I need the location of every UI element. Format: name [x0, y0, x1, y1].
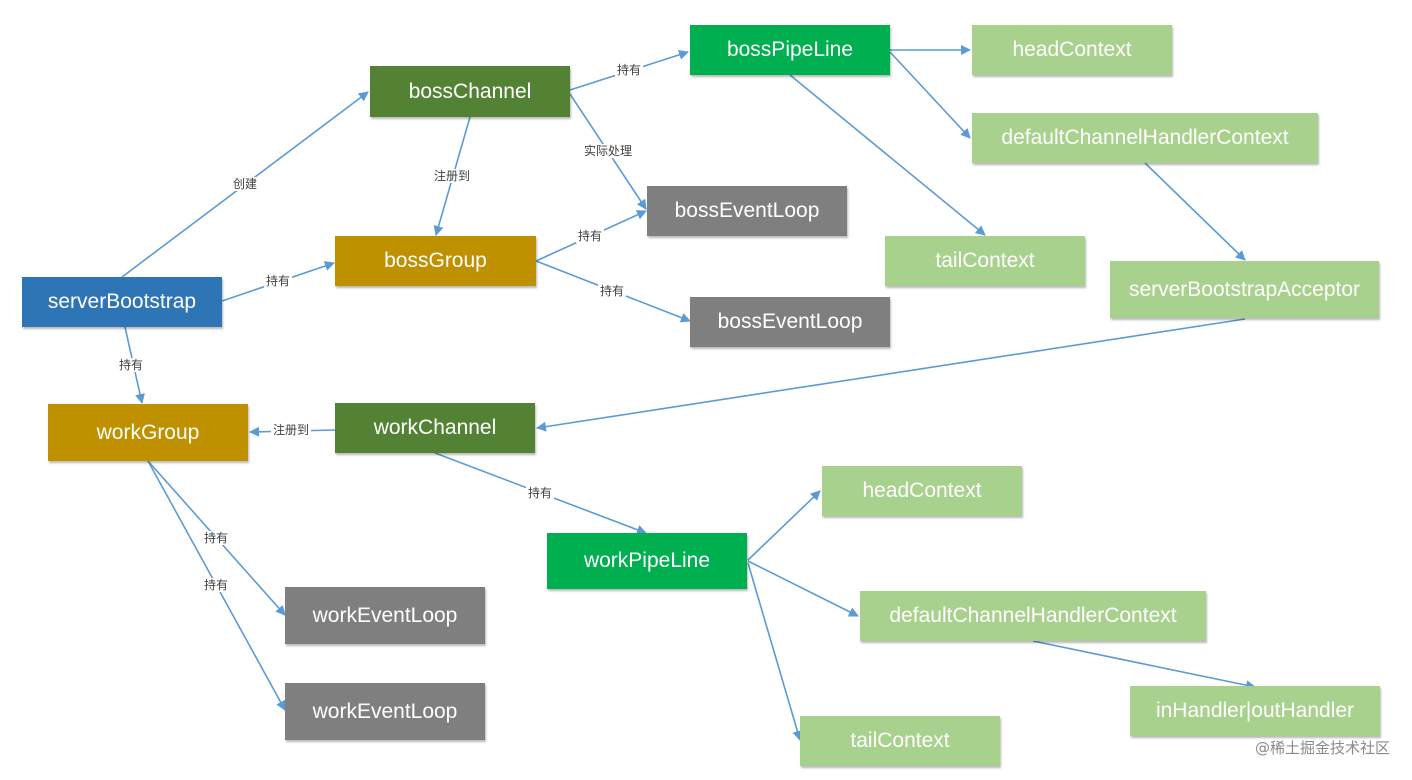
- node-boss-tail-context: tailContext: [885, 236, 1085, 286]
- node-boss-pipeline: bossPipeLine: [690, 25, 890, 75]
- edge-label-hold-bossgroup-loop2: 持有: [597, 284, 627, 298]
- edge-label-hold-bootstrap-bossgroup: 持有: [263, 274, 293, 288]
- edge-defaultcontext-inouthandler: [1032, 640, 1256, 691]
- edge-defaultcontext-acceptor: [1144, 162, 1246, 261]
- edge-label-hold-workgroup-loop1: 持有: [201, 531, 231, 545]
- watermark: @稀土掘金技术社区: [1254, 739, 1390, 757]
- node-work-eventloop-2: workEventLoop: [285, 683, 485, 740]
- node-boss-head-context: headContext: [972, 25, 1172, 75]
- edge-label-hold-workgroup-loop2: 持有: [201, 578, 231, 592]
- edge-bosspipeline-defaultcontext: [889, 51, 971, 139]
- node-boss-channel: bossChannel: [370, 66, 570, 117]
- node-boss-group: bossGroup: [335, 236, 536, 286]
- node-work-head-context: headContext: [822, 466, 1022, 516]
- edge-label-hold-bossgroup-loop1: 持有: [575, 229, 605, 243]
- node-boss-eventloop-1: bossEventLoop: [647, 186, 847, 236]
- edge-workpipeline-defaultcontext: [747, 560, 859, 617]
- node-work-channel: workChannel: [335, 403, 535, 453]
- edge-label-register-workchannel: 注册到: [270, 423, 312, 437]
- node-work-eventloop-1: workEventLoop: [285, 587, 485, 644]
- edge-label-actual-process: 实际处理: [581, 144, 635, 158]
- edge-label-create: 创建: [230, 177, 260, 191]
- edge-label-hold-workchannel-pipeline: 持有: [525, 486, 555, 500]
- edge-workpipeline-headcontext: [747, 490, 821, 561]
- edge-label-hold-bootstrap-workgroup: 持有: [116, 358, 146, 372]
- node-server-bootstrap-acceptor: serverBootstrapAcceptor: [1110, 261, 1379, 318]
- edge-label-register-bosschannel: 注册到: [431, 169, 473, 183]
- edge-acceptor-workchannel: [536, 318, 1246, 432]
- node-boss-eventloop-2: bossEventLoop: [690, 297, 890, 347]
- node-server-bootstrap: serverBootstrap: [22, 277, 222, 327]
- edge-label-hold-bosschannel-pipeline: 持有: [614, 63, 644, 77]
- node-work-group: workGroup: [48, 404, 248, 461]
- edge-workpipeline-tailcontext: [747, 562, 803, 741]
- node-work-default-context: defaultChannelHandlerContext: [860, 591, 1206, 641]
- node-in-out-handler: inHandler|outHandler: [1130, 686, 1380, 736]
- node-work-pipeline: workPipeLine: [547, 533, 747, 589]
- edge-bosspipeline-tailcontext: [789, 74, 986, 236]
- node-work-tail-context: tailContext: [800, 716, 1000, 766]
- node-boss-default-context: defaultChannelHandlerContext: [972, 113, 1318, 163]
